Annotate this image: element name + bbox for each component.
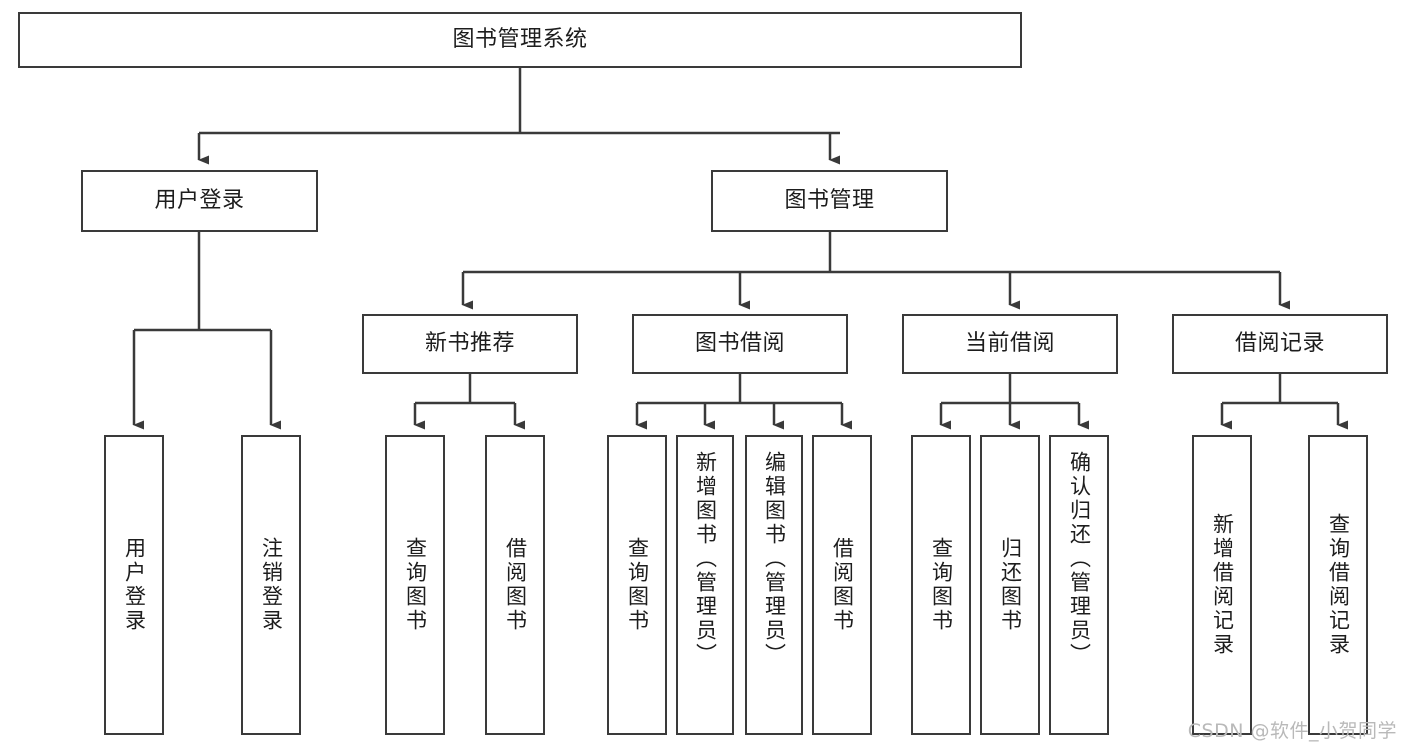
- node-label: 图书借阅: [694, 331, 785, 357]
- leaf-user-login[interactable]: 用户登录: [104, 435, 164, 735]
- node-label: 查询图书: [929, 537, 954, 633]
- leaf-confirm-return-admin[interactable]: 确认归还（管理员）: [1049, 435, 1109, 735]
- node-label: 当前借阅: [964, 331, 1055, 357]
- leaf-edit-book-admin[interactable]: 编辑图书（管理员）: [745, 435, 803, 735]
- leaf-query-borrow-record[interactable]: 查询借阅记录: [1308, 435, 1368, 735]
- node-user-login[interactable]: 用户登录: [81, 170, 318, 232]
- node-label: 借阅图书: [503, 537, 528, 633]
- node-borrow-record[interactable]: 借阅记录: [1172, 314, 1388, 374]
- csdn-watermark: CSDN @软件_小贺同学: [1187, 720, 1397, 742]
- leaf-logout[interactable]: 注销登录: [241, 435, 301, 735]
- node-label: 查询借阅记录: [1326, 513, 1351, 657]
- node-book-borrow[interactable]: 图书借阅: [632, 314, 848, 374]
- node-current-borrow[interactable]: 当前借阅: [902, 314, 1118, 374]
- node-label: 借阅记录: [1234, 331, 1325, 357]
- leaf-add-borrow-record[interactable]: 新增借阅记录: [1192, 435, 1252, 735]
- leaf-return-book[interactable]: 归还图书: [980, 435, 1040, 735]
- leaf-query-book-borrow[interactable]: 查询图书: [607, 435, 667, 735]
- node-book-management-system[interactable]: 图书管理系统: [18, 12, 1022, 68]
- node-label: 查询图书: [403, 537, 428, 633]
- node-label: 归还图书: [998, 537, 1023, 633]
- node-new-book-recommend[interactable]: 新书推荐: [362, 314, 578, 374]
- node-label: 编辑图书（管理员）: [762, 451, 787, 667]
- node-label: 用户登录: [154, 188, 245, 214]
- node-label: 图书管理系统: [452, 27, 588, 53]
- leaf-borrow-book[interactable]: 借阅图书: [812, 435, 872, 735]
- node-label: 查询图书: [625, 537, 650, 633]
- node-label: 借阅图书: [830, 537, 855, 633]
- leaf-query-book-new[interactable]: 查询图书: [385, 435, 445, 735]
- node-book-management[interactable]: 图书管理: [711, 170, 948, 232]
- leaf-add-book-admin[interactable]: 新增图书（管理员）: [676, 435, 734, 735]
- leaf-borrow-book-new[interactable]: 借阅图书: [485, 435, 545, 735]
- node-label: 用户登录: [122, 537, 147, 633]
- node-label: 确认归还（管理员）: [1067, 451, 1092, 667]
- node-label: 新增借阅记录: [1210, 513, 1235, 657]
- node-label: 新增图书（管理员）: [693, 451, 718, 667]
- node-label: 注销登录: [259, 537, 284, 633]
- node-label: 新书推荐: [424, 331, 515, 357]
- node-label: 图书管理: [784, 188, 875, 214]
- leaf-query-book-current[interactable]: 查询图书: [911, 435, 971, 735]
